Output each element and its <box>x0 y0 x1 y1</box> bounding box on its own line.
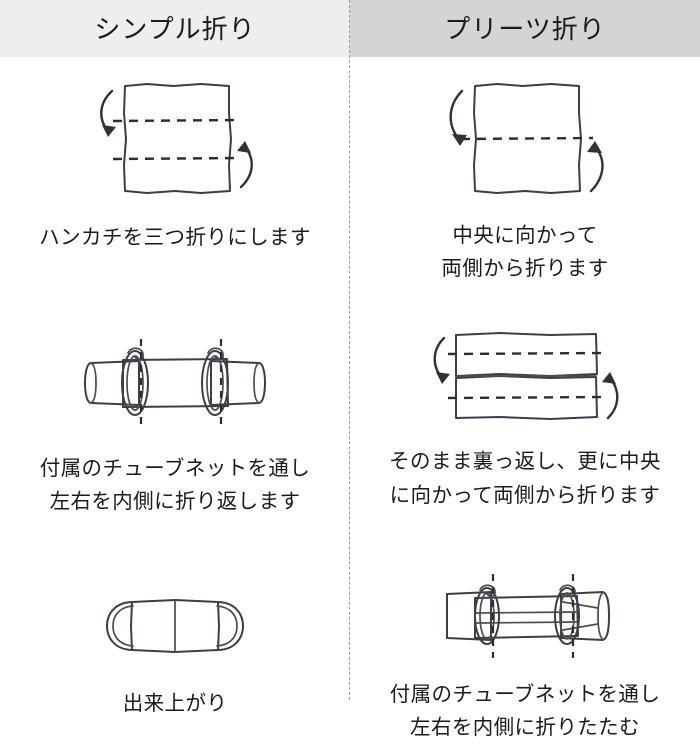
header-cell-simple-fold: シンプル折り <box>0 0 350 57</box>
header-row: シンプル折り プリーツ折り <box>0 0 700 57</box>
figure-half-folded-band <box>430 321 620 431</box>
figure-band-with-two-tube-nets <box>81 328 269 438</box>
header-title-simple-fold: シンプル折り <box>94 13 256 44</box>
step-simple-2: 付属のチューブネットを通し 左右を内側に折り返します <box>0 254 350 518</box>
header-title-pleats-fold: プリーツ折り <box>444 13 606 44</box>
column-simple-fold: ハンカチを三つ折りにします <box>0 57 350 744</box>
caption-simple-2: 付属のチューブネットを通し 左右を内側に折り返します <box>39 457 311 514</box>
instruction-grid: ハンカチを三つ折りにします <box>0 57 700 744</box>
column-divider <box>349 0 350 700</box>
step-pleats-1: 中央に向かって 両側から折ります <box>350 57 700 285</box>
figure-pleated-band-with-tube-nets <box>435 570 615 662</box>
caption-pleats-1: 中央に向かって 両側から折ります <box>441 224 609 281</box>
caption-simple-3: 出来上がり <box>122 691 228 715</box>
caption-pleats-3: 付属のチューブネットを通し 左右を内側に折りたたむ <box>389 682 661 740</box>
figure-handkerchief-square-two-fold-lines <box>89 69 261 209</box>
step-simple-3: 出来上がり <box>0 519 350 720</box>
figure-finished-mask <box>99 579 251 671</box>
step-pleats-2: そのまま裏っ返し、更に中央 に向かって両側から折ります <box>350 285 700 511</box>
caption-simple-1: ハンカチを三つ折りにします <box>39 226 311 249</box>
column-pleats-fold: 中央に向かって 両側から折ります <box>350 57 700 744</box>
header-cell-pleats-fold: プリーツ折り <box>350 0 700 57</box>
step-pleats-3: 付属のチューブネットを通し 左右を内側に折りたたむ <box>350 512 700 744</box>
figure-handkerchief-square-center-fold-line <box>439 69 611 209</box>
step-simple-1: ハンカチを三つ折りにします <box>0 57 350 254</box>
caption-pleats-2: そのまま裏っ返し、更に中央 に向かって両側から折ります <box>389 450 661 507</box>
